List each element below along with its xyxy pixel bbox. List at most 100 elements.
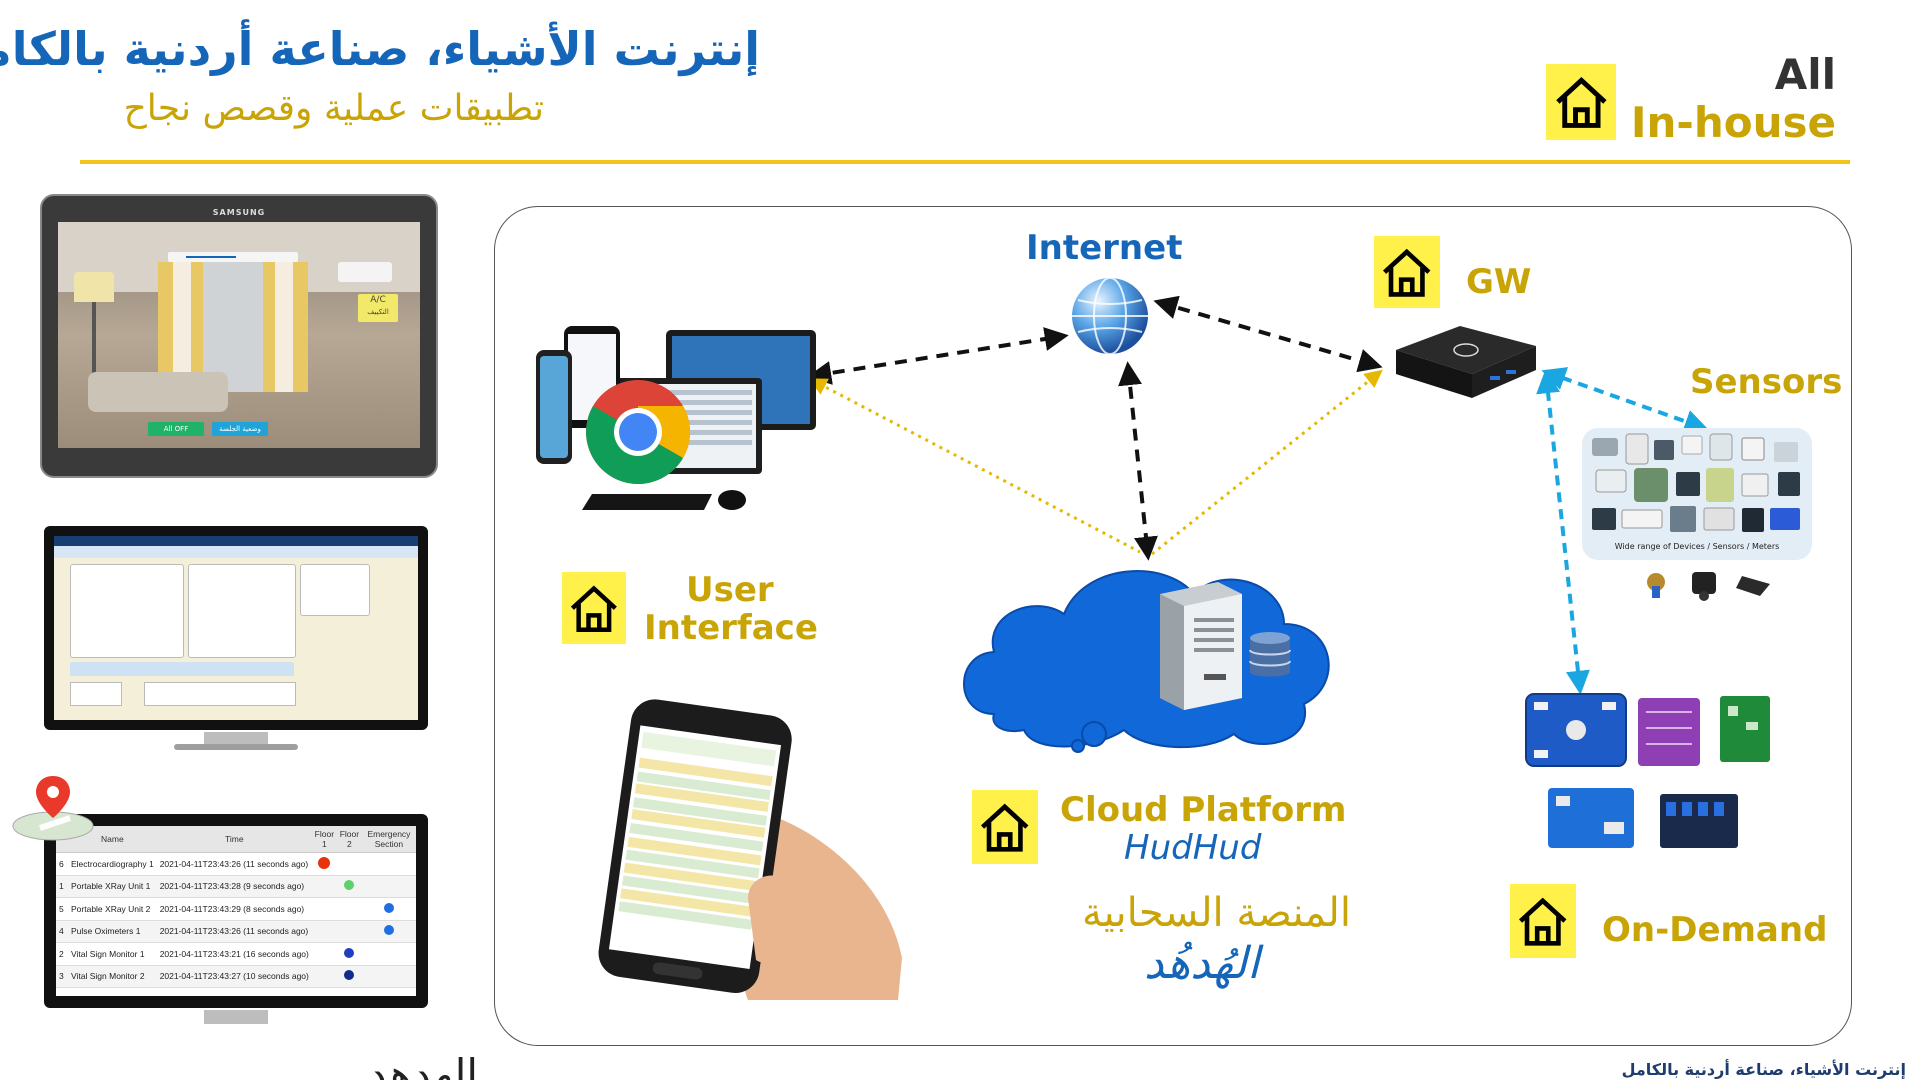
row-id-cell: 4 [56, 920, 68, 943]
house-icon [1510, 884, 1576, 958]
row-name-cell: Vital Sign Monitor 2 [68, 965, 157, 988]
ac-label[interactable]: A/C [370, 295, 386, 305]
user-interface-label-1: User [686, 570, 774, 610]
house-icon [562, 572, 626, 644]
table-header-cell: Time [156, 826, 312, 853]
server-icon [1148, 574, 1248, 714]
in-house-label: In-house [1630, 98, 1836, 147]
hudhud-label-ar: الهُدهُد [1144, 938, 1260, 989]
row-id-cell: 5 [56, 897, 68, 921]
pcb-boards-image [1524, 692, 1788, 852]
footer-title: إنترنت الأشياء، صناعة أردنية بالكامل [1621, 1060, 1906, 1079]
map-pin-icon [10, 770, 96, 844]
page-title: إنترنت الأشياء، صناعة أردنية بالكامل [0, 22, 760, 76]
mode-button[interactable]: وضعية الجلسة [212, 422, 268, 436]
link-internet-cloud [1118, 361, 1158, 561]
row-id-cell: 2 [56, 942, 68, 966]
tablet-brand: SAMSUNG [212, 208, 266, 217]
gateway-icon [1390, 320, 1540, 406]
tablet-screen: A/C التكييف All OFF وضعية الجلسة [58, 222, 420, 448]
database-icon [1248, 630, 1292, 682]
row-name-cell: Portable XRay Unit 2 [68, 897, 157, 921]
row-status-cell [361, 852, 416, 876]
row-status-cell [336, 920, 362, 943]
link-gw-ondemand [1536, 369, 1590, 695]
row-time-cell: 2021-04-11T23:43:26 (11 seconds ago) [156, 852, 312, 876]
house-icon [972, 790, 1038, 864]
user-interface-label-2: Interface [644, 608, 818, 648]
row-status-cell [311, 897, 337, 921]
row-time-cell: 2021-04-11T23:43:21 (16 seconds ago) [156, 942, 312, 966]
row-time-cell: 2021-04-11T23:43:26 (11 seconds ago) [156, 920, 312, 943]
row-time-cell: 2021-04-11T23:43:28 (9 seconds ago) [156, 875, 312, 898]
chrome-icon [584, 378, 692, 486]
row-id-cell: 6 [56, 852, 68, 876]
row-status-cell [336, 875, 362, 898]
smartphone-icon [598, 698, 902, 1000]
row-id-cell: 3 [56, 965, 68, 988]
all-off-button[interactable]: All OFF [148, 422, 204, 436]
row-status-cell [311, 875, 337, 898]
row-status-cell [336, 897, 362, 921]
cloud-platform-label: Cloud Platform [1060, 790, 1347, 830]
table-header-cell: Floor 1 [311, 826, 337, 853]
row-status-cell [361, 965, 416, 988]
link-cloud-gw [1151, 369, 1383, 556]
status-dot [318, 856, 331, 869]
sensors-caption: Wide range of Devices / Sensors / Meters [1614, 542, 1780, 551]
row-name-cell: Pulse Oximeters 1 [68, 920, 157, 943]
status-dot [344, 970, 355, 981]
row-status-cell [361, 875, 416, 898]
row-status-cell [336, 942, 362, 966]
internet-label: Internet [1026, 228, 1183, 268]
link-ui-cloud [808, 378, 1141, 554]
hudhud-label: HudHud [1124, 828, 1262, 868]
row-status-cell [311, 920, 337, 943]
row-status-cell [361, 897, 416, 921]
table-header-cell: Floor 2 [336, 826, 362, 853]
emergency-table: Name Time Floor 1 Floor 2 Emergency Sect… [56, 826, 416, 988]
row-status-cell [311, 965, 337, 988]
smart-home-tablet: SAMSUNG A/C التكييف All OFF وضعية الجلسة [40, 194, 438, 478]
cloud-platform-label-ar: المنصة السحابية [1082, 890, 1351, 936]
valve-icons [1640, 566, 1778, 602]
link-internet-gw [1153, 295, 1383, 373]
row-id-cell: 1 [56, 875, 68, 898]
dashboard-monitor [44, 526, 428, 750]
emergency-monitor: Name Time Floor 1 Floor 2 Emergency Sect… [44, 814, 428, 1024]
all-label: All [1774, 50, 1836, 99]
row-status-cell [336, 965, 362, 988]
row-name-cell: Vital Sign Monitor 1 [68, 942, 157, 966]
row-time-cell: 2021-04-11T23:43:29 (8 seconds ago) [156, 897, 312, 921]
row-time-cell: 2021-04-11T23:43:27 (10 seconds ago) [156, 965, 312, 988]
status-dot [344, 947, 355, 958]
row-status-cell [361, 942, 416, 966]
globe-icon [1068, 274, 1152, 358]
sensors-label: Sensors [1690, 362, 1843, 402]
status-dot [383, 925, 394, 936]
row-status-cell [336, 852, 362, 876]
row-name-cell: Portable XRay Unit 1 [68, 875, 157, 898]
header-divider [80, 160, 1850, 164]
row-status-cell [311, 852, 337, 876]
table-header-row: Name Time Floor 1 Floor 2 Emergency Sect… [56, 826, 416, 853]
status-dot [344, 880, 355, 891]
status-dot [383, 902, 394, 913]
link-gw-sensors [1541, 367, 1709, 433]
sensors-image: Wide range of Devices / Sensors / Meters [1582, 428, 1812, 560]
brightness-slider[interactable] [168, 252, 298, 262]
gw-label: GW [1466, 262, 1532, 302]
ac-label-ar: التكييف [367, 308, 389, 316]
page-subtitle: تطبيقات عملية وقصص نجاح [123, 88, 544, 129]
row-status-cell [361, 920, 416, 943]
house-icon [1546, 64, 1616, 140]
row-name-cell: Electrocardiography 1 [68, 852, 157, 876]
on-demand-label: On-Demand [1602, 910, 1828, 950]
